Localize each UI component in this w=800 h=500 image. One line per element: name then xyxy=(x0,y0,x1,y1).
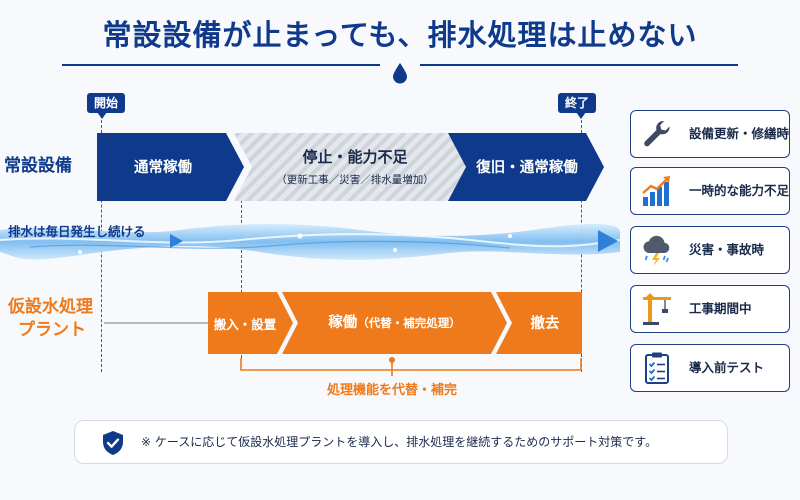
segment-recovery: 復旧・通常稼働 xyxy=(476,160,578,176)
water-drop-icon xyxy=(393,63,407,84)
water-flow-label: 排水は毎日発生し続ける xyxy=(8,224,146,239)
water-flow-arrow-head xyxy=(598,230,618,252)
segment-removal: 撤去 xyxy=(530,316,560,332)
segment-normal-operation: 通常稼働 xyxy=(134,160,192,176)
end-marker: 終了 xyxy=(558,93,597,113)
title-underline-left xyxy=(62,64,380,66)
bar-chart-icon xyxy=(642,176,670,206)
page-title: 常設設備が止まっても、排水処理は止めない xyxy=(102,18,698,52)
segment-stop: 停止・能力不足 xyxy=(302,148,408,166)
checklist-icon xyxy=(645,352,669,384)
water-flow-mid-arrow xyxy=(170,234,183,248)
case-label: 災害・事故時 xyxy=(689,242,765,257)
case-card-pre-test: 導入前テスト xyxy=(630,344,790,392)
segment-stop-shape xyxy=(234,133,476,201)
support-bracket xyxy=(240,358,582,371)
case-card-equipment-renewal: 設備更新・修繕時 xyxy=(630,110,790,158)
footnote-box: ※ ケースに応じて仮設水処理プラントを導入し、排水処理を継続するためのサポート対… xyxy=(74,420,728,464)
title-underline-right xyxy=(420,64,738,66)
segment-stop-subtitle: （更新工事／災害／排水量増加） xyxy=(276,174,434,186)
support-label: 処理機能を代替・補完 xyxy=(326,383,457,398)
footnote-text: ※ ケースに応じて仮設水処理プラントを導入し、排水処理を継続するためのサポート対… xyxy=(141,435,658,449)
end-marker-pointer xyxy=(576,112,586,119)
temporary-row-label-line1: 仮設水処理 xyxy=(8,297,93,317)
temporary-row-label-line2: プラント xyxy=(18,320,86,340)
case-label: 設備更新・修繕時 xyxy=(689,126,790,141)
start-marker-pointer xyxy=(97,112,107,119)
wrench-icon xyxy=(644,120,670,147)
case-card-construction: 工事期間中 xyxy=(630,285,790,333)
storm-cloud-icon xyxy=(643,235,670,266)
permanent-row-label: 常設設備 xyxy=(4,156,72,176)
segment-operation-group: 稼働（代替・補完処理） xyxy=(298,311,491,332)
crane-icon xyxy=(643,293,671,325)
case-label: 一時的な能力不足 xyxy=(689,183,790,198)
case-card-capacity-shortage: 一時的な能力不足 xyxy=(630,167,790,215)
start-marker: 開始 xyxy=(87,93,126,113)
outage-start-guide-line xyxy=(241,200,242,358)
segment-operation: 稼働 xyxy=(328,315,358,331)
case-card-disaster: 災害・事故時 xyxy=(630,226,790,274)
segment-operation-subtitle: （代替・補完処理） xyxy=(357,316,461,330)
segment-install: 搬入・設置 xyxy=(213,317,277,332)
shield-check-icon xyxy=(103,431,123,455)
case-label: 導入前テスト xyxy=(689,360,765,375)
case-label: 工事期間中 xyxy=(689,301,752,316)
